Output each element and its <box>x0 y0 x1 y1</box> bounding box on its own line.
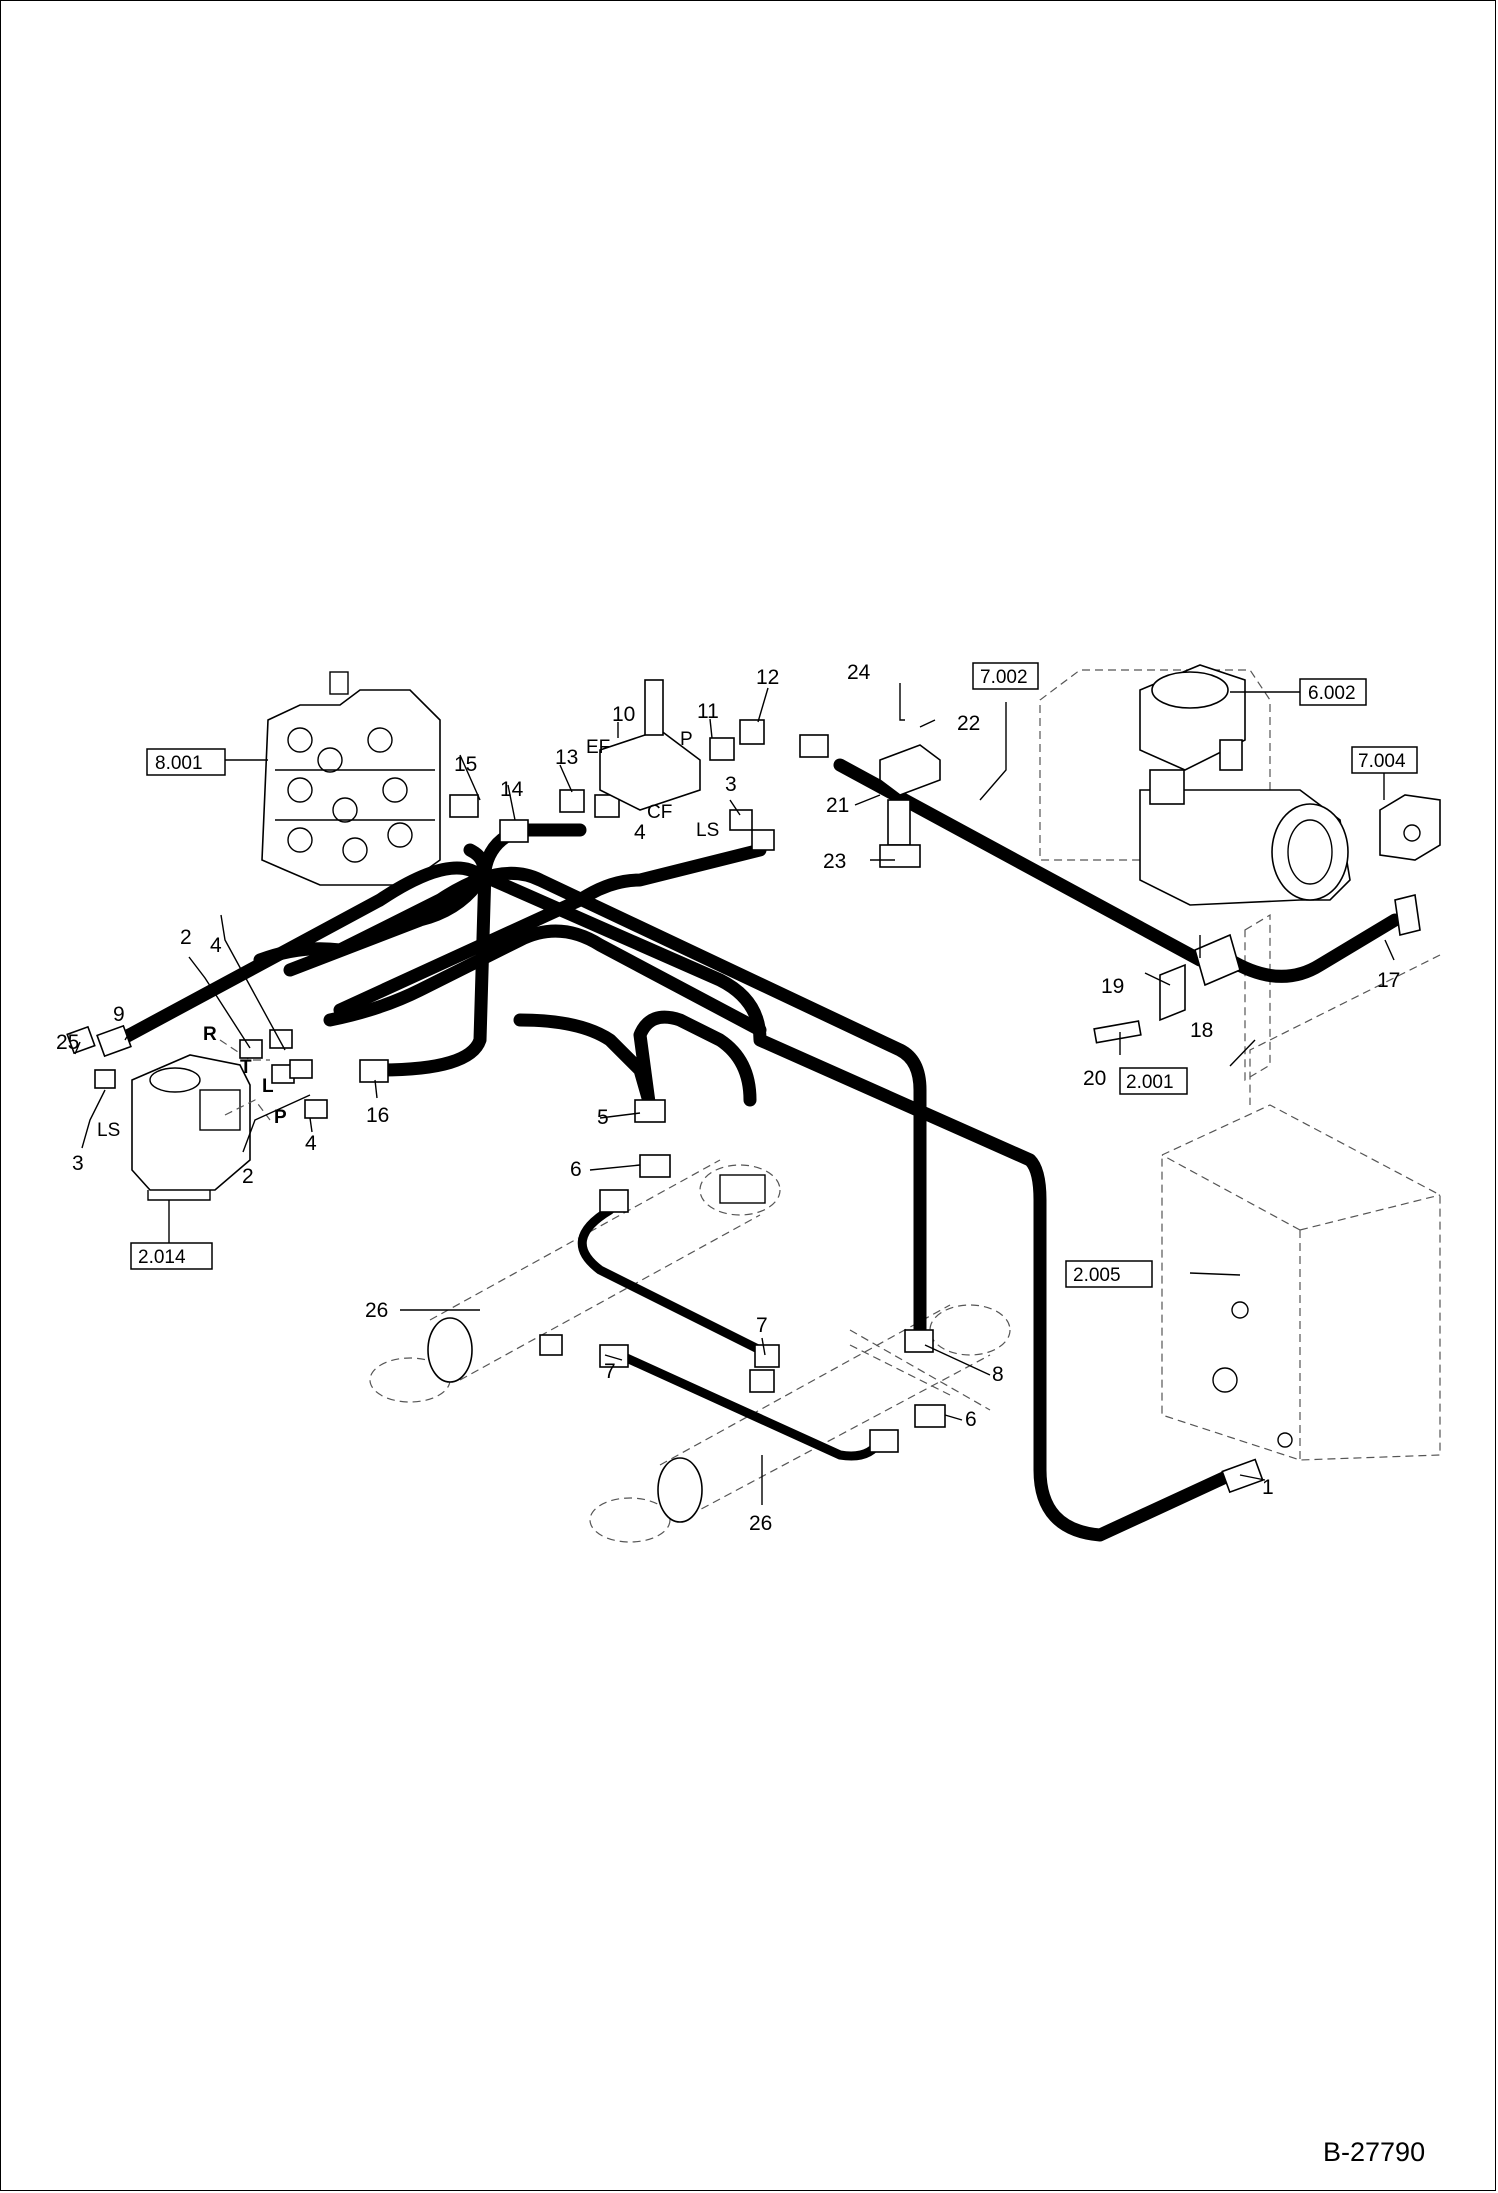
ref-box-7002: 7.002 <box>972 662 1039 690</box>
svg-text:2.001: 2.001 <box>1126 1072 1174 1093</box>
callout-1: 1 <box>1262 1476 1274 1499</box>
callout-6: 6 <box>570 1158 582 1181</box>
port-label-ef: EF <box>586 737 610 758</box>
callout-10: 10 <box>612 703 635 726</box>
steering-cylinder-right <box>589 1304 1011 1543</box>
steering-unit <box>131 1039 271 1201</box>
callout-26: 26 <box>365 1299 388 1322</box>
callout-6: 6 <box>965 1408 977 1431</box>
svg-text:7.002: 7.002 <box>980 667 1028 688</box>
callout-17: 17 <box>1377 969 1400 992</box>
part-callouts: 1 2 2 3 3 4 4 4 5 6 6 7 7 8 9 10 11 12 1… <box>56 661 1400 1535</box>
svg-text:2.014: 2.014 <box>138 1247 186 1268</box>
callout-22: 22 <box>957 712 980 735</box>
callout-3: 3 <box>72 1152 84 1175</box>
callout-19: 19 <box>1101 975 1124 998</box>
hydraulic-tank <box>1161 954 1441 1461</box>
callout-2: 2 <box>180 926 192 949</box>
callout-8: 8 <box>992 1363 1004 1386</box>
ref-box-2005: 2.005 <box>1065 1260 1153 1288</box>
callout-7: 7 <box>756 1314 768 1337</box>
callout-2: 2 <box>242 1165 254 1188</box>
callout-11: 11 <box>697 700 719 723</box>
hoses <box>113 758 1402 1542</box>
callout-23: 23 <box>823 850 846 873</box>
port-label-cf: CF <box>647 802 672 823</box>
fittings <box>66 679 1421 1494</box>
ref-box-7004: 7.004 <box>1351 746 1418 774</box>
callout-20: 20 <box>1083 1067 1106 1090</box>
hydraulic-pump <box>1039 664 1351 906</box>
callout-7: 7 <box>604 1360 616 1383</box>
ref-box-2014: 2.014 <box>130 1242 213 1270</box>
callout-14: 14 <box>500 778 524 801</box>
ref-box-6002: 6.002 <box>1299 678 1367 706</box>
callout-24: 24 <box>847 661 871 684</box>
port-label-p: P <box>680 729 693 750</box>
callout-25: 25 <box>56 1031 79 1054</box>
callout-18: 18 <box>1190 1019 1213 1042</box>
priority-valve <box>1379 794 1441 861</box>
port-label-ls: LS <box>97 1120 120 1141</box>
callout-4: 4 <box>634 821 646 844</box>
callout-5: 5 <box>597 1106 609 1129</box>
callout-13: 13 <box>555 746 578 769</box>
callout-16: 16 <box>366 1104 389 1127</box>
callout-4: 4 <box>210 934 222 957</box>
svg-text:6.002: 6.002 <box>1308 683 1356 704</box>
callout-15: 15 <box>454 753 477 776</box>
callout-26: 26 <box>749 1512 772 1535</box>
port-label-t: T <box>240 1057 252 1078</box>
ref-box-8001: 8.001 <box>146 748 226 776</box>
steering-cylinder-left <box>369 1159 781 1403</box>
callout-3: 3 <box>725 773 737 796</box>
svg-text:8.001: 8.001 <box>155 753 203 774</box>
document-id: B-27790 <box>1323 2137 1425 2167</box>
port-label-ls: LS <box>696 820 719 841</box>
callout-21: 21 <box>826 794 849 817</box>
ref-box-2001: 2.001 <box>1119 1067 1188 1095</box>
callout-4: 4 <box>305 1132 317 1155</box>
port-label-p: P <box>274 1107 287 1128</box>
callout-9: 9 <box>113 1003 125 1026</box>
support-bracket <box>1244 913 1271 1082</box>
svg-text:2.005: 2.005 <box>1073 1265 1121 1286</box>
port-label-r: R <box>203 1024 217 1045</box>
port-label-l: L <box>262 1076 274 1097</box>
svg-text:7.004: 7.004 <box>1358 751 1406 772</box>
control-valve-block <box>261 671 441 886</box>
port-labels: R T L P LS LS EF CF P <box>97 729 719 1141</box>
callout-12: 12 <box>756 666 779 689</box>
leader-lines <box>74 683 1395 1505</box>
